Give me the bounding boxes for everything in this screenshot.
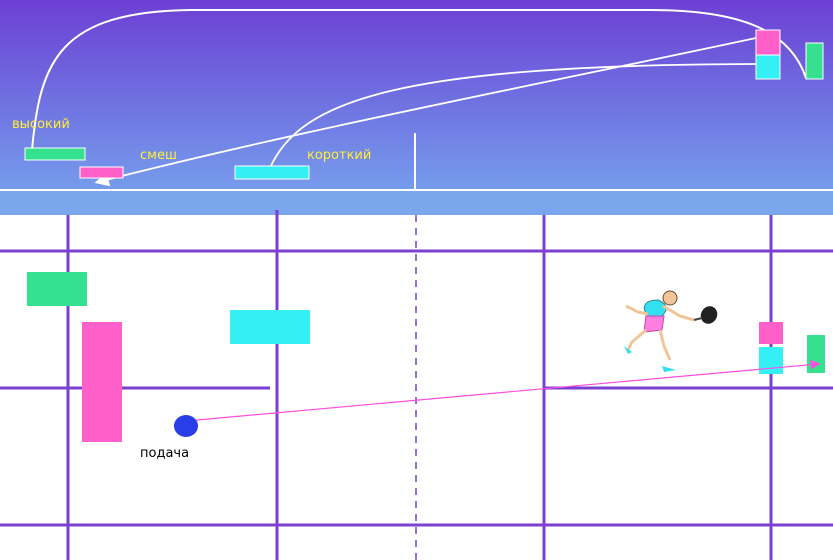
green-zone-side-right [805,42,824,80]
cyan-zone-side-right [755,54,781,80]
high-zone-side [24,147,86,161]
smash-label: смеш [140,148,177,163]
serve-label: подача [140,446,190,461]
cyan-zone-top-right [759,347,783,374]
side-view-panel [0,0,833,215]
shuttlecock-icon [174,415,198,437]
short-zone-side [234,165,310,180]
smash-zone-side [79,166,124,179]
short-trajectory [269,63,757,169]
cyan-zone-top-mid [230,310,310,344]
high-clear-trajectory [31,9,807,151]
green-zone-top-left [27,272,87,306]
pink-zone-top-right [759,322,783,344]
smash-trajectory [94,37,757,187]
high-shot-label: высокий [12,117,70,132]
pink-zone-top-left [82,322,122,442]
short-shot-label: короткий [307,148,372,163]
pink-zone-side-right [755,29,781,56]
serve-path-arrow [185,359,821,422]
side-view-floor [0,190,833,215]
green-zone-top-right [807,335,825,373]
badminton-player-icon [624,290,718,372]
